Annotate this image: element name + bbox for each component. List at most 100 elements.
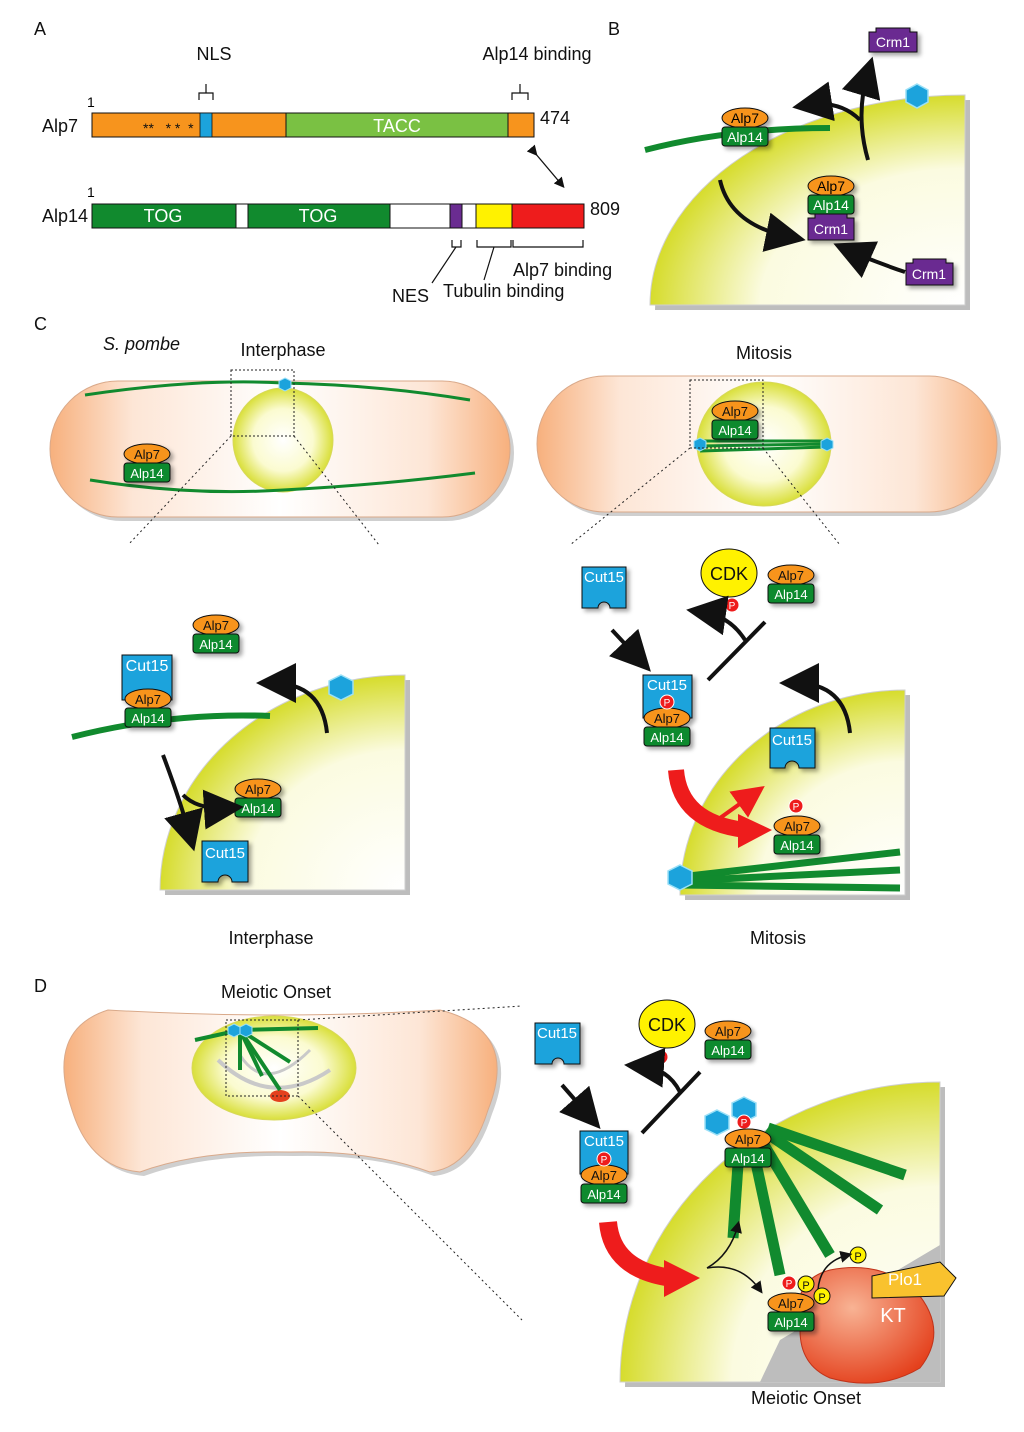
alp7-alp14-spb-meiosis xyxy=(724,1128,772,1168)
cut15-free-meiosis xyxy=(534,1022,581,1065)
arrow-d-cut15-in xyxy=(559,1083,601,1130)
plo1-kinase xyxy=(871,1261,957,1299)
red-arrow-c-import xyxy=(668,769,747,838)
interphase-title: Interphase xyxy=(240,340,325,360)
nls-label: NLS xyxy=(196,44,231,64)
alp7-label-d1: Alp7 xyxy=(735,1132,761,1147)
meiotic-zoom-spb-icon-1 xyxy=(704,1109,730,1136)
panel-label-a: A xyxy=(34,19,46,39)
alp7-alp14-complex-c-spindle xyxy=(711,400,759,440)
crm1-top xyxy=(868,27,918,53)
panel-label-b: B xyxy=(608,19,620,39)
meiotic-cell xyxy=(63,1009,502,1176)
p-label-d4: P xyxy=(601,1155,608,1166)
arrow-c-dissociate xyxy=(181,789,244,830)
alp7-alp14-kt-meiosis xyxy=(767,1292,815,1332)
alp7-label-b2: Alp7 xyxy=(817,178,845,194)
arrow-b-import xyxy=(718,179,806,252)
tog1-domain-label: TOG xyxy=(144,206,183,226)
meiotic-onset-title: Meiotic Onset xyxy=(221,982,331,1002)
crm1-top-label: Crm1 xyxy=(876,34,910,50)
alp14-label-d4: Alp14 xyxy=(587,1187,620,1202)
interphase-mt-bottom xyxy=(89,471,476,494)
cut15-complex-interphase xyxy=(121,654,173,728)
alp7-label-c8: Alp7 xyxy=(784,819,810,834)
phospho-yellow-p-3 xyxy=(813,1287,831,1305)
tubulin-binding-label: Tubulin binding xyxy=(443,281,564,301)
alp14-label-c3: Alp14 xyxy=(131,711,164,726)
interphase-spb-icon xyxy=(278,377,292,392)
cut15-label-c2: Cut15 xyxy=(205,845,245,862)
p-label-d1: P xyxy=(741,1118,748,1129)
p-label-d-y3: P xyxy=(818,1292,825,1304)
p-label-d-y1: P xyxy=(854,1251,861,1263)
arrow-b-crm1-in xyxy=(833,241,906,279)
arrow-d-split-up xyxy=(706,1220,742,1269)
cut15-nuclear-mitosis xyxy=(769,727,816,769)
alp7-alp14-nuclear-interphase xyxy=(234,778,282,818)
cut15-label-c4: Cut15 xyxy=(647,677,687,694)
alp7-label-d2: Alp7 xyxy=(778,1296,804,1311)
alp7-row-label: Alp7 xyxy=(42,116,78,136)
mitosis-zoom-spb-icon xyxy=(667,864,693,891)
kt-label: KT xyxy=(880,1305,906,1327)
spb-hexagon-icon xyxy=(905,83,929,109)
crm1-bottom xyxy=(905,258,954,286)
alp7-binding-label: Alp7 binding xyxy=(513,260,612,280)
alp14-binding-label: Alp14 binding xyxy=(482,44,591,64)
alp14-label-c5: Alp14 xyxy=(241,801,274,816)
alp7-alp14-free-interphase xyxy=(192,614,240,654)
alp7-label-c6: Alp7 xyxy=(778,568,804,583)
alp14-start-number: 1 xyxy=(87,184,95,200)
phospho-p-icon-c2 xyxy=(659,694,675,710)
p-label-d3: P xyxy=(658,1053,665,1064)
alp7-end-number: 474 xyxy=(540,108,570,128)
mitosis-zoom-nucleus xyxy=(679,689,910,900)
cut15-label-c3: Cut15 xyxy=(584,569,624,586)
tacc-domain-label: TACC xyxy=(373,116,421,136)
p-label-c1: P xyxy=(729,601,736,612)
cut15-free-mitosis xyxy=(581,566,627,609)
alp7-label-c1: Alp7 xyxy=(134,447,160,462)
phospho-red-p-d2 xyxy=(781,1275,797,1291)
arrow-d-plo1 xyxy=(817,1251,853,1291)
nes-label: NES xyxy=(392,286,429,306)
red-arrow-d-import xyxy=(599,1220,674,1287)
mitosis-bottom-title: Mitosis xyxy=(750,928,806,948)
arrow-c-cut15-in xyxy=(609,628,651,672)
arrow-c-cdk-phos xyxy=(686,595,747,642)
red-arrowhead-d xyxy=(664,1260,700,1297)
cut15-label-c5: Cut15 xyxy=(772,732,812,749)
alp14-label-c7: Alp14 xyxy=(650,730,683,745)
crm1-bottom-label: Crm1 xyxy=(912,266,946,282)
alp7-label-d4: Alp7 xyxy=(591,1168,617,1183)
cut15-nuclear-interphase xyxy=(201,840,249,883)
phospho-yellow-p-2 xyxy=(797,1275,815,1293)
arrow-c-mitosis-export xyxy=(779,663,852,734)
alp14-label-d1: Alp14 xyxy=(731,1151,764,1166)
cdk-circle-d xyxy=(638,999,696,1049)
alp14-label-b2: Alp14 xyxy=(813,197,849,213)
alp7-label-c3: Alp7 xyxy=(135,692,161,707)
arrow-c-alp-in xyxy=(706,620,767,682)
alp7-alp14-free-mitosis xyxy=(767,564,815,604)
interphase-zoom-spb-icon xyxy=(328,674,354,701)
alp7-label-b1: Alp7 xyxy=(731,110,759,126)
alp7-label-d3: Alp7 xyxy=(715,1024,741,1039)
p-label-d-y2: P xyxy=(802,1280,809,1292)
meiotic-zoom-box xyxy=(225,1019,299,1097)
alp14-label-b1: Alp14 xyxy=(727,129,763,145)
alp7-alp14-complex-c-cyto xyxy=(123,443,171,483)
alp14-label-c8: Alp14 xyxy=(780,838,813,853)
alp14-row-label: Alp14 xyxy=(42,206,88,226)
alp7-label-c4: Alp7 xyxy=(203,618,229,633)
arrow-c-export xyxy=(256,663,329,734)
alp14-label-c6: Alp14 xyxy=(774,587,807,602)
alp7-start-number: 1 xyxy=(87,94,95,110)
arrow-b-export-left xyxy=(792,81,862,122)
interphase-zoom-box xyxy=(230,369,295,437)
interphase-bottom-title: Interphase xyxy=(228,928,313,948)
alp7-label-c7: Alp7 xyxy=(654,711,680,726)
alp7-motif-stars: ** * * * xyxy=(143,120,194,136)
